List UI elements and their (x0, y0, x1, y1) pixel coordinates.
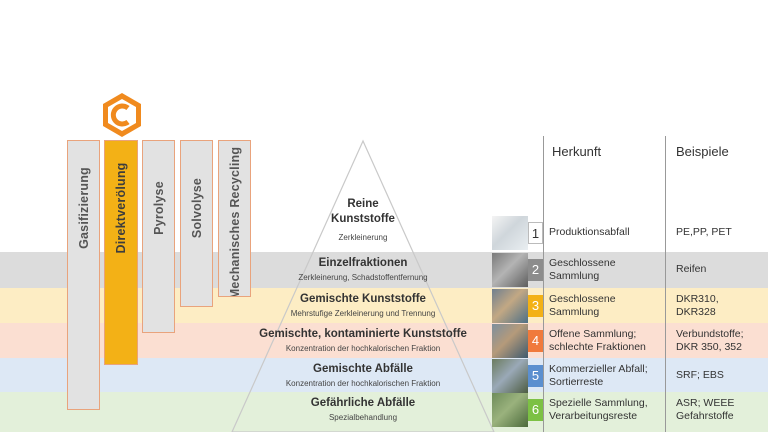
waste-photo (492, 324, 528, 358)
level-number-6: 6 (528, 399, 543, 421)
beispiele-cell-2: Reifen (676, 263, 707, 275)
level-number-4: 4 (528, 330, 543, 352)
process-label: Pyrolyse (151, 181, 166, 235)
process-label: Gasifizierung (76, 167, 91, 249)
beispiele-cell-1: PE,PP, PET (676, 226, 732, 238)
pyramid-level-subtitle-3: Mehrstufige Zerkleinerung und Trennung (290, 309, 436, 318)
process-label: Solvolyse (189, 177, 204, 239)
pyramid-apex-subtitle: Zerkleinerung (338, 233, 388, 242)
process-bar-3: Solvolyse (180, 140, 213, 307)
pyramid-level-subtitle-6: Spezialbehandlung (328, 413, 398, 422)
level-number-5: 5 (528, 365, 543, 387)
process-bar-0: Gasifizierung (67, 140, 100, 410)
level-number-3: 3 (528, 295, 543, 317)
herkunft-cell-6: Spezielle Sammlung, Verarbeitungsreste (549, 397, 648, 422)
waste-photo (492, 393, 528, 427)
waste-photo (492, 253, 528, 287)
herkunft-cell-2: Geschlossene Sammlung (549, 257, 616, 282)
column-divider-2 (665, 136, 666, 432)
waste-photo (492, 359, 528, 393)
pyramid-level-subtitle-4: Konzentration der hochkalorischen Frakti… (285, 344, 441, 353)
herkunft-cell-3: Geschlossene Sammlung (549, 293, 616, 318)
herkunft-cell-5: Kommerzieller Abfall; Sortierreste (549, 363, 648, 388)
herkunft-cell-4: Offene Sammlung; schlechte Fraktionen (549, 328, 646, 353)
process-bar-1: Direktverölung (104, 140, 138, 365)
pyramid-level-title-6: Gefährliche Abfälle (310, 397, 416, 409)
level-number-1: 1 (528, 222, 543, 244)
pyramid-level-title-4: Gemischte, kontaminierte Kunststoffe (259, 328, 467, 340)
pyramid-level-subtitle-2: Zerkleinerung, Schadstoffentfernung (298, 273, 428, 282)
beispiele-cell-3: DKR310, DKR328 (676, 293, 719, 318)
herkunft-cell-1: Produktionsabfall (549, 226, 630, 238)
level-number-2: 2 (528, 259, 543, 281)
beispiele-cell-6: ASR; WEEE Gefahrstoffe (676, 397, 735, 422)
process-bar-2: Pyrolyse (142, 140, 175, 333)
column-divider-1 (543, 136, 544, 432)
header-beispiele: Beispiele (676, 144, 729, 159)
beispiele-cell-5: SRF; EBS (676, 369, 724, 381)
header-herkunft: Herkunft (552, 144, 602, 159)
pyramid-level-title-5: Gemischte Abfälle (313, 363, 413, 375)
carbon-logo-icon (103, 93, 141, 137)
waste-photo (492, 289, 528, 323)
waste-photo (492, 216, 528, 250)
process-label: Direktverölung (114, 162, 128, 254)
pyramid-apex-title: Reine Kunststoffe (331, 198, 395, 225)
pyramid-level-subtitle-5: Konzentration der hochkalorischen Frakti… (285, 379, 441, 388)
beispiele-cell-4: Verbundstoffe; DKR 350, 352 (676, 328, 744, 353)
pyramid-level-title-3: Gemischte Kunststoffe (300, 293, 426, 305)
pyramid-level-title-2: Einzelfraktionen (318, 257, 408, 269)
